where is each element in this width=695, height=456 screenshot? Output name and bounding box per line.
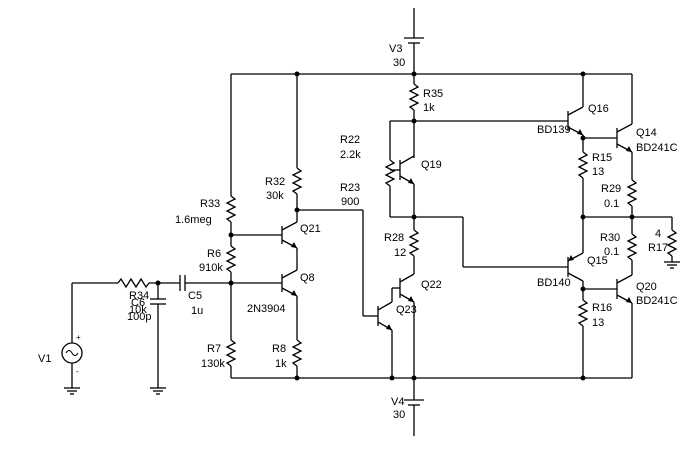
r8-resistor <box>291 339 303 367</box>
q14-transistor <box>616 123 633 153</box>
q16-part: BD139 <box>537 124 571 136</box>
r16-value: 13 <box>592 317 604 329</box>
c5-capacitor <box>179 275 186 291</box>
r33-value: 1.6meg <box>175 214 212 226</box>
r22-value: 2.2k <box>340 149 361 161</box>
r30-value: 0.1 <box>604 246 619 258</box>
q15-part: BD140 <box>537 277 571 289</box>
r16-name: R16 <box>592 302 612 314</box>
r32-resistor <box>291 167 303 195</box>
c5-name: C5 <box>188 290 202 302</box>
r17-resistor <box>666 229 678 257</box>
r32-name: R32 <box>265 176 285 188</box>
load-ground <box>664 261 680 269</box>
r17-name: R17 <box>648 242 668 254</box>
c5-value: 1u <box>191 305 203 317</box>
q15-name: Q15 <box>587 255 608 267</box>
q19-name: Q19 <box>421 159 442 171</box>
v4-supply <box>404 378 424 436</box>
r6-value: 910k <box>199 262 223 274</box>
r7-resistor <box>225 339 237 367</box>
q23-name: Q23 <box>396 304 417 316</box>
r29-value: 0.1 <box>604 198 619 210</box>
r15-resistor <box>577 151 589 179</box>
r16-resistor <box>577 299 589 327</box>
c6-name: C6 <box>131 297 145 309</box>
q14-name: Q14 <box>636 127 657 139</box>
c6-value: 100p <box>127 311 151 323</box>
r6-resistor <box>225 245 237 273</box>
r15-name: R15 <box>592 152 612 164</box>
c6-capacitor <box>150 283 166 395</box>
junctions <box>155 71 635 381</box>
v4-name: V4 <box>391 396 404 408</box>
r28-value: 12 <box>394 247 406 259</box>
q20-transistor <box>616 274 633 304</box>
r35-value: 1k <box>423 102 435 114</box>
r23-value: 900 <box>341 196 359 208</box>
r23-name: R23 <box>340 182 360 194</box>
q22-name: Q22 <box>421 279 442 291</box>
v3-supply <box>404 8 424 74</box>
q23-transistor <box>377 301 393 331</box>
v3-value: 30 <box>393 57 405 69</box>
q21-name: Q21 <box>300 223 321 235</box>
v1-minus: - <box>76 367 79 376</box>
q20-part: BD241C <box>636 295 678 307</box>
r29-name: R29 <box>601 183 621 195</box>
r6-name: R6 <box>207 248 221 260</box>
r28-name: R28 <box>384 232 404 244</box>
q14-part: BD241C <box>636 142 678 154</box>
q16-transistor <box>567 106 584 136</box>
v1-name: V1 <box>38 353 51 365</box>
v1-plus: + <box>76 333 81 342</box>
r35-name: R35 <box>423 88 443 100</box>
q8-part: 2N3904 <box>247 303 286 315</box>
r34-name: R34 <box>129 290 149 302</box>
r22-resistor <box>384 159 396 187</box>
r8-value: 1k <box>275 358 287 370</box>
q16-name: Q16 <box>588 103 609 115</box>
r33-resistor <box>225 195 237 223</box>
r30-name: R30 <box>600 232 620 244</box>
r28-resistor <box>408 229 420 257</box>
r34-value: 10k <box>129 304 147 316</box>
q8-transistor <box>281 269 298 297</box>
r35-resistor <box>408 83 420 111</box>
r22-name: R22 <box>340 134 360 146</box>
r17-value: 4 <box>655 228 661 240</box>
r15-value: 13 <box>592 166 604 178</box>
r32-value: 30k <box>266 190 284 202</box>
q19-transistor <box>399 155 415 185</box>
r29-resistor <box>626 179 638 207</box>
r7-value: 130k <box>201 358 225 370</box>
r7-name: R7 <box>207 343 221 355</box>
q15-transistor <box>567 252 584 282</box>
q20-name: Q20 <box>636 281 657 293</box>
v4-value: 30 <box>393 409 405 421</box>
v1-source <box>61 283 83 395</box>
r30-resistor <box>626 233 638 261</box>
r33-name: R33 <box>200 198 220 210</box>
r34-resistor <box>117 277 150 289</box>
q21-transistor <box>281 221 298 249</box>
q8-name: Q8 <box>300 272 315 284</box>
q22-transistor <box>399 273 415 303</box>
r8-name: R8 <box>272 343 286 355</box>
v3-name: V3 <box>389 43 402 55</box>
